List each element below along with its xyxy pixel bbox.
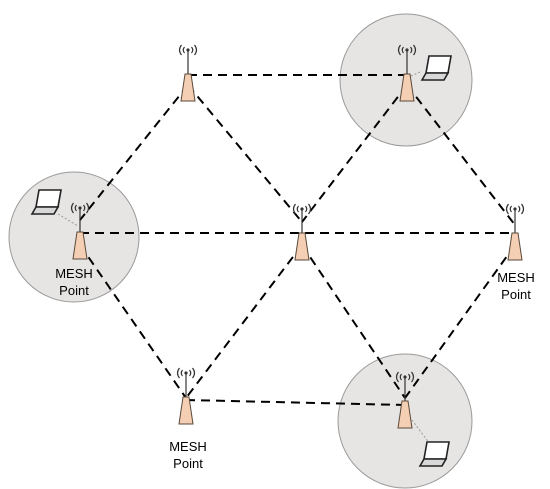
label-left-line1: MESH [55,266,93,281]
wifi-signal-icon [397,44,417,74]
wifi-signal-icon [176,367,196,397]
link-bottom-to-bottomright [185,399,406,406]
link-center-to-bottom [185,244,303,399]
client-link-top-right [410,71,421,77]
wifi-signal-icon [178,44,198,74]
label-right-line1: MESH [497,270,535,285]
link-top-to-center [187,84,303,223]
wifi-signal-icon [505,203,525,233]
mesh-point-antenna-icon [294,232,310,261]
mesh-point-antenna-icon [507,232,523,261]
mesh-point-antenna-icon [180,73,196,102]
mesh-node-top [178,44,198,102]
link-left-to-bottom [79,244,187,399]
client-links [57,71,431,445]
mesh-point-antenna-icon [72,231,88,260]
link-topright-to-center [301,84,408,223]
mesh-node-bottom [176,367,196,425]
client-link-bottom-right [411,419,431,445]
label-bottom-line1: MESH [169,439,207,454]
label-right-line2: Point [501,287,531,302]
label-right: MESH Point [497,270,535,302]
mesh-node-bottom-right [395,371,415,429]
mesh-point-antenna-icon [178,396,194,425]
link-right-to-bottomright [404,244,516,399]
mesh-node-top-right [397,44,417,102]
mesh-point-antenna-icon [397,400,413,429]
laptop-icon [420,55,452,81]
mesh-point-antenna-icon [399,73,415,102]
laptop-icon [418,441,450,467]
label-left-line2: Point [59,283,89,298]
wifi-signal-icon [395,371,415,401]
label-bottom: MESH Point [169,439,207,471]
mesh-node-center [292,203,312,261]
wifi-signal-icon [292,203,312,233]
mesh-node-left [70,202,90,260]
mesh-links [79,74,516,406]
label-left: MESH Point [55,266,93,298]
wifi-signal-icon [70,202,90,232]
label-bottom-line2: Point [173,456,203,471]
mesh-node-right [505,203,525,261]
link-center-to-bottomright [301,244,406,399]
laptop-icon [30,189,62,215]
